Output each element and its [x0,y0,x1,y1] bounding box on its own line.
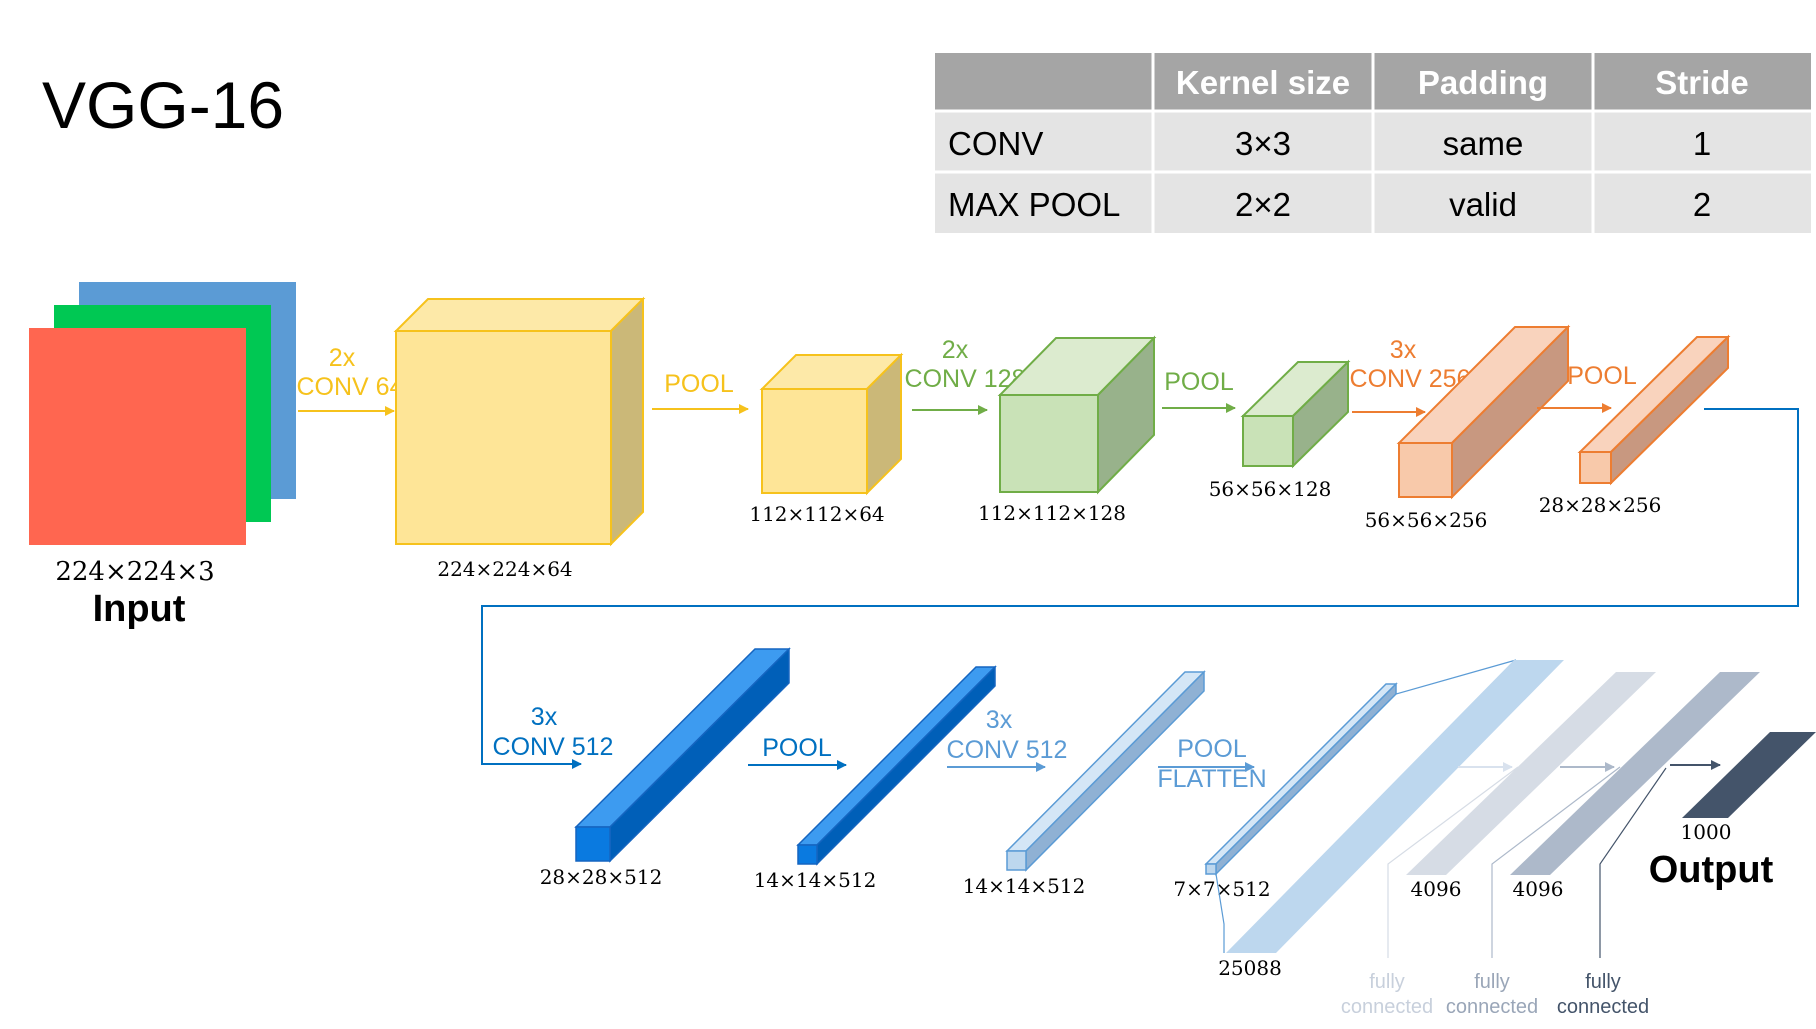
flatten-label: FLATTEN [1157,765,1266,793]
fc1-vector [1406,672,1656,875]
fc2-label-line2: connected [1446,996,1538,1018]
input-label: Input [93,588,186,630]
fc1-dims: 4096 [1411,877,1462,901]
hyperparameter-table: Kernel size Padding Stride CONV 3×3 same… [935,53,1811,233]
conv512a-count: 3x [531,703,558,731]
pool1-label: POOL [664,370,734,398]
table-header-stride: Stride [1655,64,1749,101]
table-cell: valid [1449,186,1517,223]
conv512b-label: CONV 512 [947,736,1068,764]
conv256-volume [1396,324,1571,500]
input-image [29,282,296,545]
pool2-label: POOL [1164,368,1234,396]
pool5-label: POOL [1177,735,1247,763]
fc1-label-line [1387,766,1519,958]
pool4-dims: 14×14×512 [754,868,877,892]
fc3-label-line2: connected [1557,996,1649,1018]
table-cell: 1 [1693,125,1711,162]
pool1-dims: 112×112×64 [749,502,884,526]
pool3-label: POOL [1567,362,1637,390]
diagram-title: VGG-16 [42,68,284,142]
output-label: Output [1649,849,1774,891]
pool5-dims: 7×7×512 [1173,877,1270,901]
conv512a-dims: 28×28×512 [540,865,663,889]
conv128-dims: 112×112×128 [978,501,1126,525]
pool2-dims: 56×56×128 [1209,477,1332,501]
table-cell: 2 [1693,186,1711,223]
input-dims: 224×224×3 [55,557,214,587]
flatten-vector [1226,660,1564,953]
output-dims: 1000 [1681,820,1732,844]
conv64-volume [393,296,646,547]
conv256-dims: 56×56×256 [1365,508,1488,532]
flatten-dims: 25088 [1218,956,1282,980]
output-vector [1682,732,1816,818]
fc1-label-line2: connected [1341,996,1433,1018]
conv64-count: 2x [329,344,356,372]
conv256-label: CONV 256 [1350,365,1471,393]
conv512b-count: 3x [986,706,1013,734]
pool2-volume [1240,359,1351,469]
conv256-count: 3x [1390,336,1417,364]
pool4-volume [796,665,997,866]
conv512b-dims: 14×14×512 [963,874,1086,898]
pool1-volume [759,352,904,496]
flatten-projection-line [1215,873,1225,953]
row-connector-line [481,408,1799,769]
pool3-volume [1577,334,1731,486]
fc2-label-line [1491,766,1621,958]
conv128-count: 2x [942,336,969,364]
conv128-volume [997,335,1157,495]
pool4-label: POOL [762,734,832,762]
conv64-dims: 224×224×64 [437,557,572,581]
input-channel-red [29,328,246,545]
conv512a-volume [574,647,791,863]
table-cell: 3×3 [1235,125,1291,162]
table-cell: CONV [948,125,1043,162]
table-header-padding: Padding [1418,64,1548,101]
table-cell: same [1443,125,1524,162]
fc2-dims: 4096 [1513,877,1564,901]
fc3-label-line1: fully [1585,971,1621,993]
flatten-projection-line [1395,659,1517,695]
table-header-kernel: Kernel size [1176,64,1350,101]
conv64-label: CONV 64 [297,373,404,401]
fc3-label-line [1599,767,1667,958]
conv512a-label: CONV 512 [493,733,614,761]
pool3-dims: 28×28×256 [1539,493,1662,517]
conv512b-volume [1005,670,1206,872]
table-cell: 2×2 [1235,186,1291,223]
fc2-vector [1510,672,1760,875]
fc1-label-line1: fully [1369,971,1405,993]
table-cell: MAX POOL [948,186,1120,223]
fc2-label-line1: fully [1474,971,1510,993]
